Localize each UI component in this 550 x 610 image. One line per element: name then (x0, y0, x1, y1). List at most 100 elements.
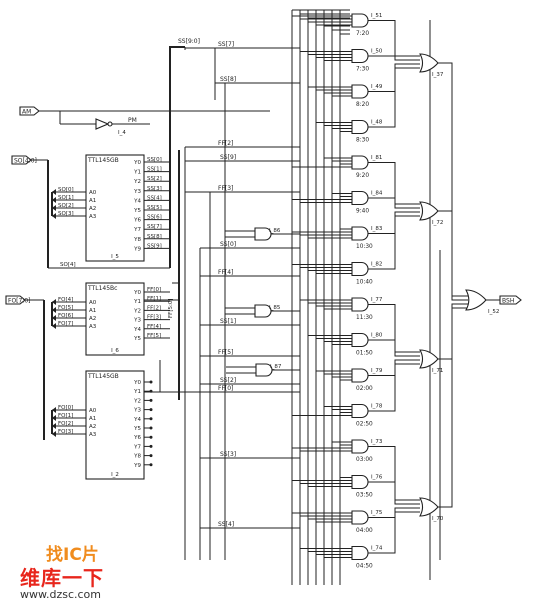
chip-in-sig: FO[6] (58, 313, 73, 319)
chip-in-sig: SO[0] (58, 187, 74, 193)
bus-tap (52, 189, 56, 195)
port-am-label: AM (22, 108, 31, 115)
chip-ref-I_5: I_5 (111, 254, 119, 260)
chip-in-sig: FO[5] (58, 305, 73, 311)
chip-out-sig: FF[4] (147, 324, 161, 330)
and-gate-time-I_78: 02:50 (356, 422, 373, 428)
bus-tap (52, 323, 56, 329)
wire (368, 20, 420, 57)
chip-out-pin: Y1 (133, 389, 141, 395)
chip-in-sig: FO[0] (58, 405, 73, 411)
and-gate-id-I_74: I_74 (371, 546, 383, 552)
chip-out-pin: Y3 (133, 408, 141, 414)
and-gate-time-I_49: 8:20 (356, 102, 369, 108)
chip-in-sig: SO[2] (58, 203, 74, 209)
chip-out-pin: Y5 (133, 336, 141, 342)
ff-bus-label: FF[5:0] (168, 299, 174, 318)
wire (368, 162, 420, 205)
bus-tap (52, 299, 56, 305)
chip-I_6 (85, 282, 145, 356)
output-port (499, 295, 522, 305)
open-pin (149, 463, 153, 467)
port-so-label: SO[4:0] (14, 157, 37, 164)
signal-ss9: SS[9] (220, 154, 236, 161)
chip-name-I_6: TTL145Bc (87, 285, 117, 292)
mid-gate-I_85 (254, 304, 272, 318)
signal-ff5: FF[5] (218, 349, 233, 356)
bus-tap (52, 415, 56, 421)
chip-out-pin: Y0 (133, 160, 141, 166)
wire (438, 62, 468, 297)
chip-out-pin: Y9 (133, 463, 141, 469)
chip-out-sig: FF[1] (147, 296, 161, 302)
chip-in-pin: A1 (89, 416, 96, 422)
and-gate-id-I_75: I_75 (371, 510, 383, 516)
chip-in-pin: A0 (89, 300, 97, 306)
open-pin (149, 444, 153, 448)
chip-out-pin: Y0 (133, 290, 141, 296)
chip-in-sig: FO[3] (58, 429, 73, 435)
signal-ss1: SS[1] (220, 318, 236, 325)
wire (438, 210, 468, 301)
and-gate-id-I_81: I_81 (371, 155, 382, 161)
port-so-arrow (11, 155, 32, 165)
and-gate-I_76 (351, 474, 369, 490)
chip-out-sig: SS[7] (147, 224, 162, 230)
final-or-gate (465, 289, 487, 311)
and-gate-id-I_78: I_78 (371, 404, 383, 410)
and-gate-I_82 (351, 261, 369, 277)
wire (368, 197, 420, 209)
chip-out-sig: SS[1] (147, 167, 162, 173)
chip-in-sig: FO[2] (58, 421, 73, 427)
chip-out-sig: SS[6] (147, 215, 162, 221)
signal-ss2: SS[2] (220, 377, 236, 384)
chip-in-pin: A2 (89, 424, 96, 430)
and-gate-I_74 (351, 545, 369, 561)
and-gate-I_83 (351, 226, 369, 241)
and-gate-I_51 (351, 13, 369, 28)
open-pin (149, 426, 153, 430)
bus-tap (52, 307, 56, 313)
port-fo-label: FO[7:0] (8, 297, 31, 304)
and-gate-id-I_82: I_82 (371, 262, 382, 268)
wire (368, 67, 420, 128)
and-gate-I_48 (351, 119, 369, 135)
and-gate-time-I_50: 7:30 (356, 67, 369, 73)
and-gate-id-I_77: I_77 (371, 297, 383, 303)
wire (368, 215, 420, 270)
chip-I_5 (85, 154, 145, 262)
chip-out-pin: Y4 (133, 327, 141, 333)
wire (368, 363, 420, 412)
chip-in-pin: A0 (89, 408, 97, 414)
ss-bus-label: SS[9:0] (178, 38, 200, 45)
mid-gate-label-I_86: I_86 (269, 228, 281, 234)
chip-out-pin: Y5 (133, 426, 141, 432)
chip-out-pin: Y7 (133, 444, 141, 450)
or-gate-I_37 (419, 53, 439, 73)
and-gate-time-I_80: 01:50 (356, 351, 373, 357)
chip-out-pin: Y4 (133, 417, 141, 423)
open-pin (149, 380, 153, 384)
chip-out-pin: Y8 (133, 237, 141, 243)
chip-in-pin: A1 (89, 198, 96, 204)
signal-ff2: FF[2] (218, 140, 233, 147)
chip-out-pin: Y0 (133, 380, 141, 386)
chip-out-sig: SS[9] (147, 243, 162, 249)
and-gate-id-I_51: I_51 (371, 13, 382, 19)
chip-in-pin: A2 (89, 316, 96, 322)
chip-ref-I_6: I_6 (111, 348, 119, 354)
chip-out-pin: Y2 (133, 179, 141, 185)
mid-gate-label-I_87: I_87 (270, 364, 282, 370)
chip-out-pin: Y6 (133, 218, 141, 224)
dynamic-elements: AMSO[4:0]FO[7:0]PMI_4TTL145GBI_5A0SO[0]A… (5, 13, 522, 570)
and-gate-I_80 (351, 332, 369, 348)
wire (368, 446, 420, 501)
chip-out-pin: Y9 (133, 246, 141, 252)
static-wiring (25, 9, 500, 585)
wire (438, 303, 468, 360)
bus-tap (52, 205, 56, 211)
and-gate-I_73 (351, 439, 369, 454)
wire (368, 481, 420, 505)
chip-out-pin: Y2 (133, 308, 141, 314)
